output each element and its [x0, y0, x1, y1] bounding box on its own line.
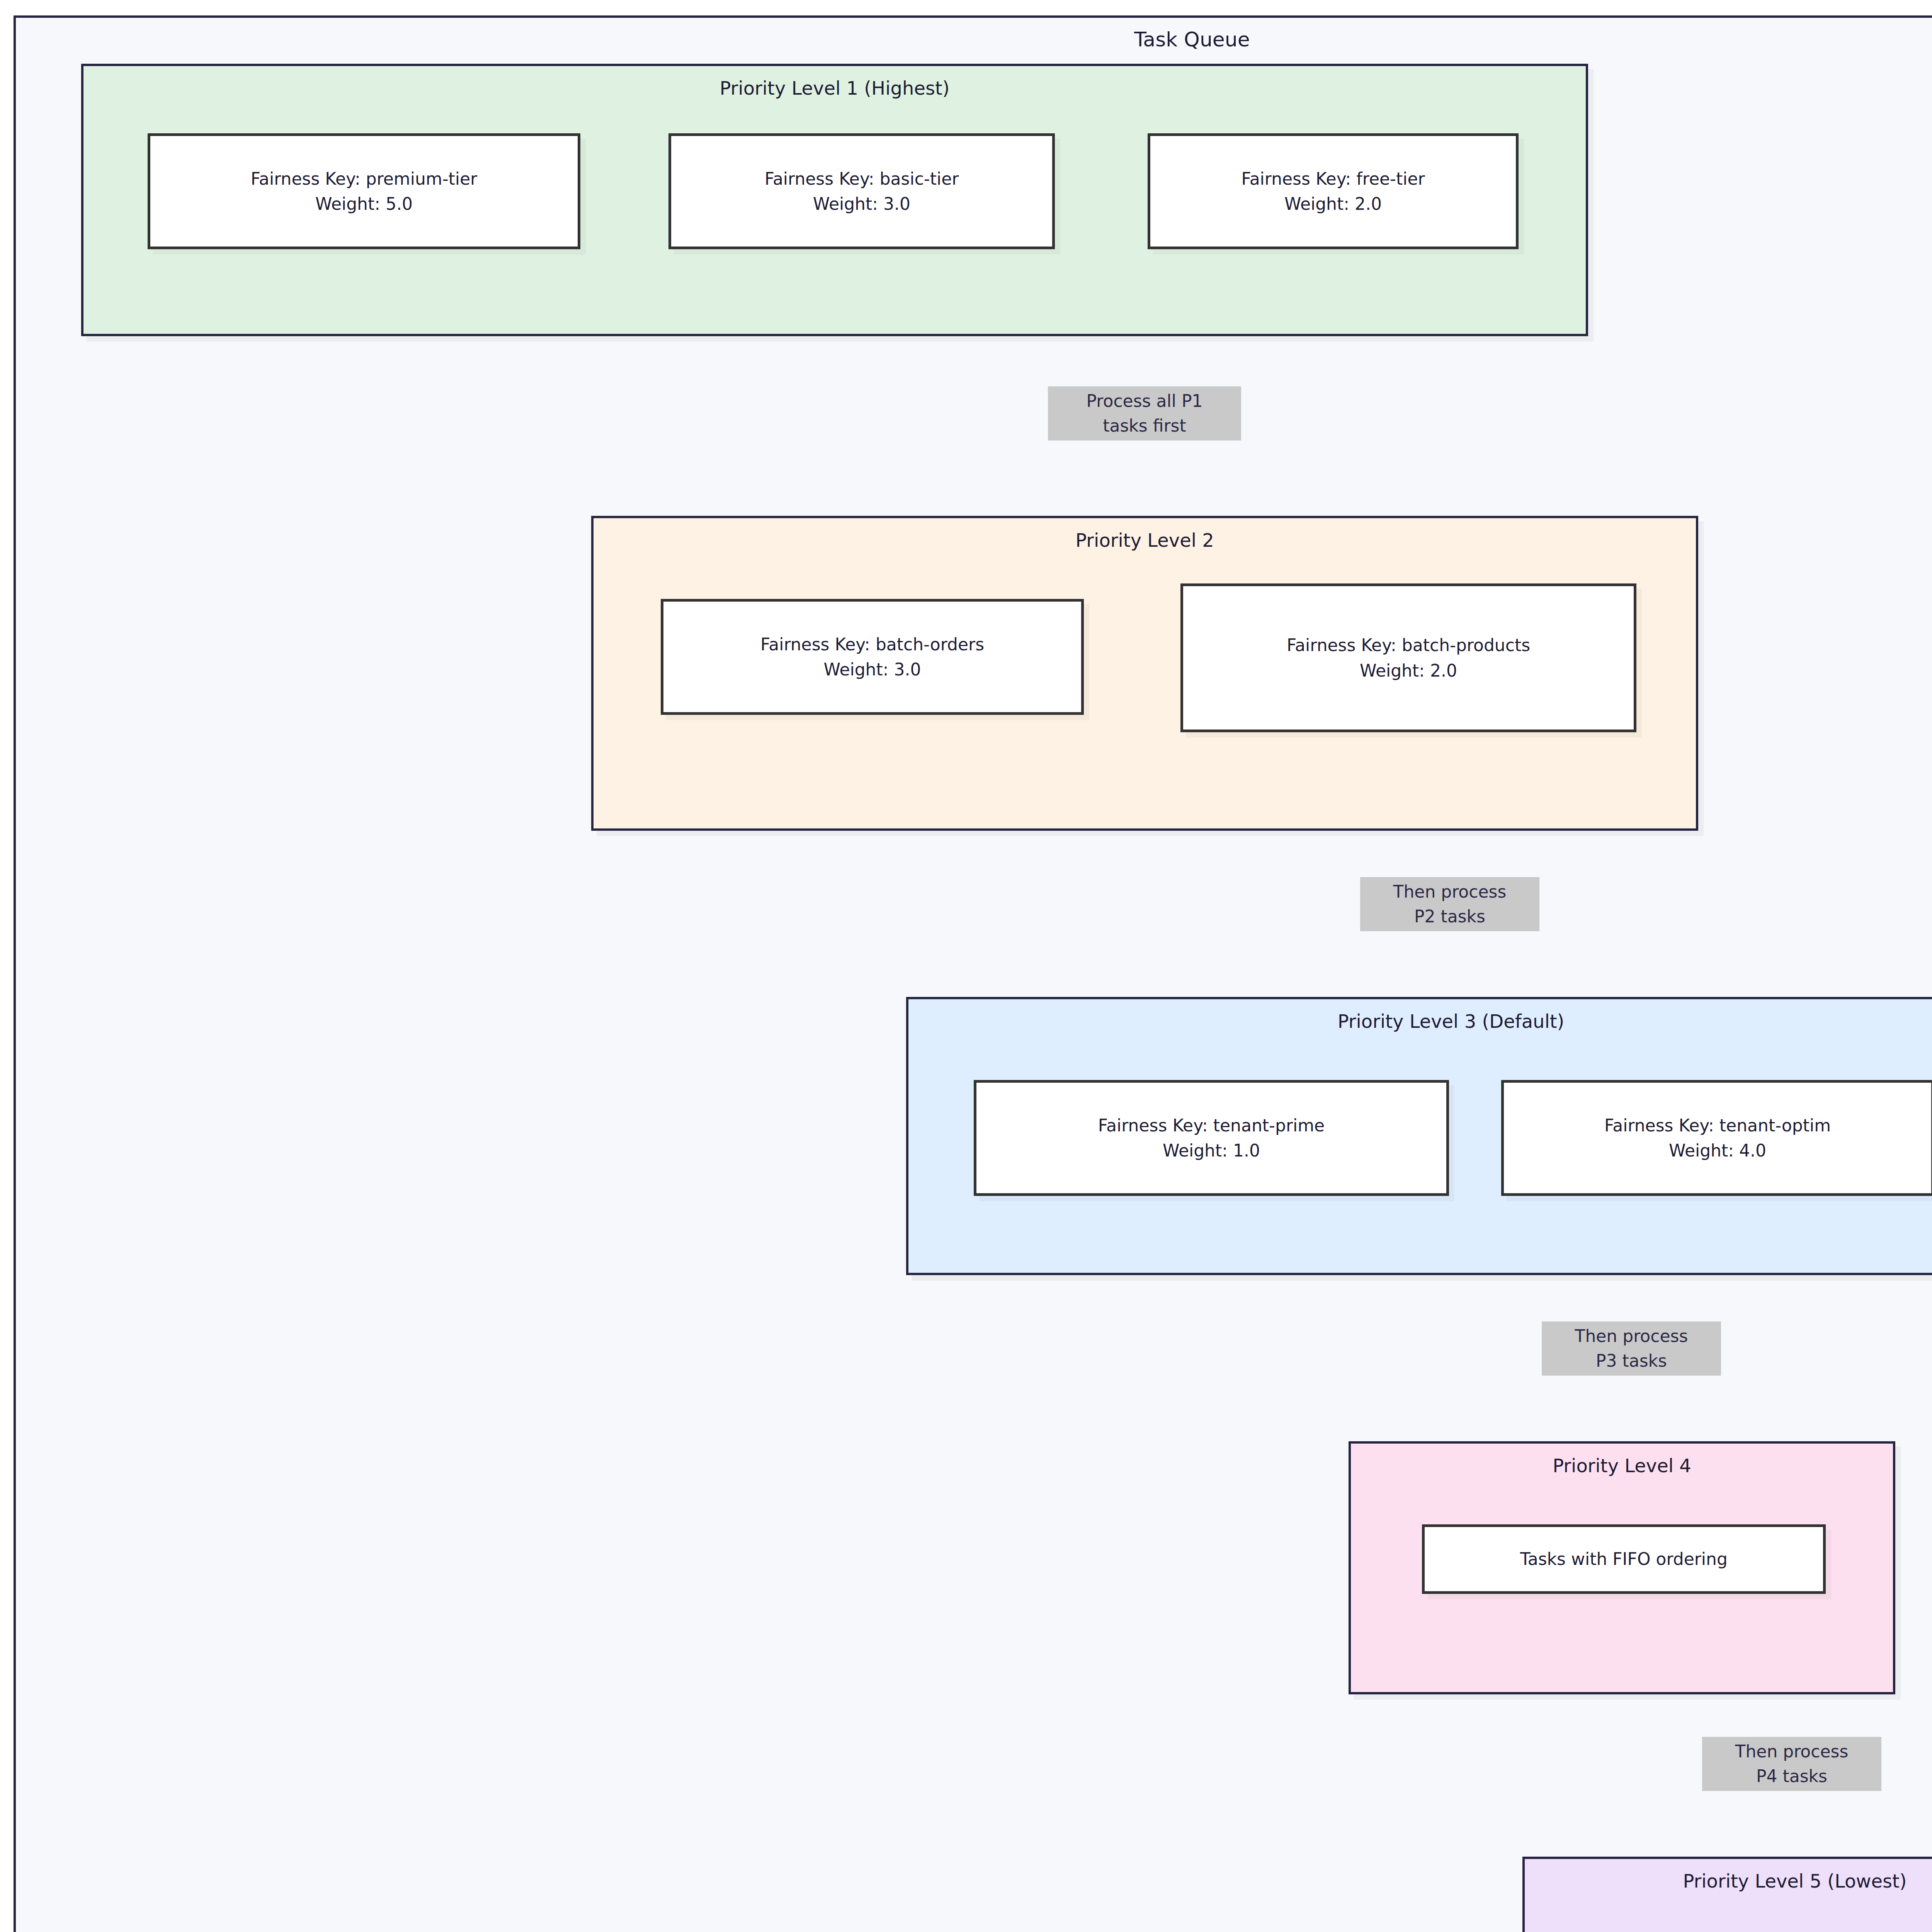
fairness-key-label: Fairness Key: tenant-optim: [1604, 1113, 1831, 1138]
page-title: Task Queue: [0, 28, 1932, 51]
edge-label-line1: Then process: [1735, 1742, 1849, 1761]
fairness-key-label: Fairness Key: basic-tier: [765, 166, 959, 191]
fairness-key-label: Fairness Key: batch-orders: [760, 632, 984, 657]
weight-label: Weight: 3.0: [823, 657, 921, 682]
fifo-label: Tasks with FIFO ordering: [1520, 1546, 1728, 1571]
weight-label: Weight: 1.0: [1163, 1138, 1260, 1163]
weight-label: Weight: 2.0: [1284, 191, 1382, 216]
edge-label-line1: Then process: [1575, 1326, 1688, 1346]
fairness-key-label: Fairness Key: batch-products: [1287, 633, 1530, 658]
weight-label: Weight: 5.0: [315, 191, 413, 216]
edge-label-p2-to-p3: Then process P2 tasks: [1360, 877, 1539, 931]
edge-label-p3-to-p4: Then process P3 tasks: [1542, 1321, 1721, 1376]
fairness-node-free-tier[interactable]: Fairness Key: free-tier Weight: 2.0: [1148, 133, 1519, 249]
fairness-node-batch-orders[interactable]: Fairness Key: batch-orders Weight: 3.0: [661, 599, 1084, 715]
fairness-node-tenant-prime[interactable]: Fairness Key: tenant-prime Weight: 1.0: [974, 1080, 1449, 1196]
cluster-title-p5: Priority Level 5 (Lowest): [1522, 1870, 1932, 1892]
cluster-title-p1: Priority Level 1 (Highest): [81, 77, 1588, 99]
edge-label-line2: P3 tasks: [1596, 1351, 1667, 1371]
edge-label-line2: P4 tasks: [1756, 1766, 1827, 1786]
fairness-key-label: Fairness Key: premium-tier: [251, 166, 477, 191]
weight-label: Weight: 2.0: [1360, 658, 1457, 683]
fairness-node-batch-products[interactable]: Fairness Key: batch-products Weight: 2.0: [1180, 583, 1636, 732]
fairness-key-label: Fairness Key: tenant-prime: [1098, 1113, 1325, 1138]
edge-label-p1-to-p2: Process all P1 tasks first: [1048, 386, 1241, 440]
cluster-priority-level-5: [1522, 1857, 1932, 1932]
weight-label: Weight: 4.0: [1669, 1138, 1766, 1163]
weight-label: Weight: 3.0: [813, 191, 910, 216]
edge-label-line2: P2 tasks: [1414, 906, 1485, 926]
cluster-title-p4: Priority Level 4: [1349, 1455, 1895, 1476]
edge-label-line2: tasks first: [1103, 416, 1186, 435]
edge-label-p4-to-p5: Then process P4 tasks: [1702, 1737, 1881, 1791]
fairness-node-tenant-optim[interactable]: Fairness Key: tenant-optim Weight: 4.0: [1501, 1080, 1932, 1196]
edge-label-line1: Process all P1: [1087, 391, 1203, 411]
fifo-node-p4[interactable]: Tasks with FIFO ordering: [1422, 1524, 1826, 1594]
cluster-title-p2: Priority Level 2: [591, 529, 1698, 551]
cluster-title-p3: Priority Level 3 (Default): [906, 1010, 1932, 1032]
edge-label-line1: Then process: [1393, 882, 1507, 901]
fairness-node-premium-tier[interactable]: Fairness Key: premium-tier Weight: 5.0: [148, 133, 580, 249]
fairness-key-label: Fairness Key: free-tier: [1241, 166, 1425, 191]
fairness-node-basic-tier[interactable]: Fairness Key: basic-tier Weight: 3.0: [668, 133, 1055, 249]
